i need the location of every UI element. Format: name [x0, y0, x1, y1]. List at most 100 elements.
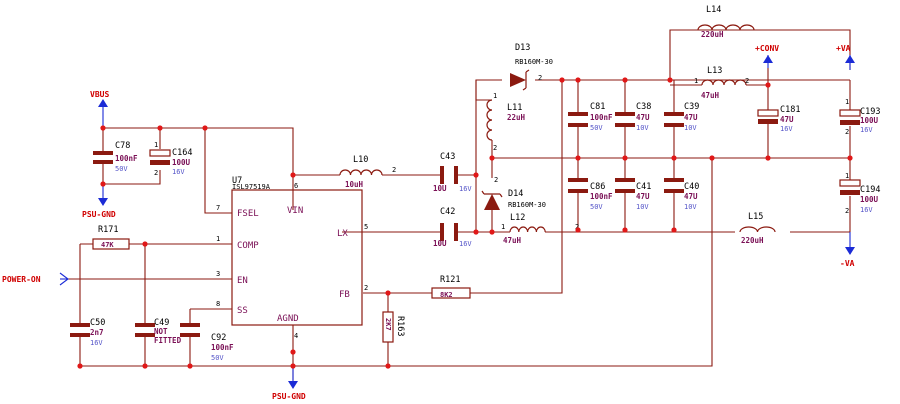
inductors-l14-value-label: 220uH	[701, 30, 724, 39]
diode-d13: D13 RB160M-30 2	[510, 43, 553, 91]
pin-marks-one-label: 1	[694, 77, 698, 85]
capacitors-c38-voltage-label: 10V	[636, 124, 649, 132]
cap-c42: C42 10U 16V	[433, 207, 472, 248]
resistor-r121: R121 8K2	[431, 275, 471, 299]
capacitors-c38-ref-label: C38	[636, 102, 651, 112]
ic-ref: U7	[232, 176, 242, 186]
capacitors-c49-value-line1-label: NOT	[154, 327, 168, 336]
capacitors-c43-ref-label: C43	[440, 152, 455, 162]
net-conv: +CONV	[755, 44, 779, 68]
ic-u7: U7 ISL97519A FSEL VIN COMP EN SS LX FB A…	[216, 176, 368, 340]
capacitors-c40-value-label: 47U	[684, 192, 698, 201]
diodes-d14-part-label: RB160M-30	[508, 201, 546, 209]
resistors-r163-value-label: 2K7	[384, 318, 392, 331]
capacitors-c92-voltage-label: 50V	[211, 354, 224, 362]
resistors-r121-ref-label: R121	[440, 275, 460, 285]
pin-marks-two-label: 2	[538, 74, 542, 82]
net-neg-va: -VA	[840, 232, 855, 268]
diode-d14: D14 RB160M-30 2	[481, 176, 546, 210]
capacitors-c164-voltage-label: 16V	[172, 168, 185, 176]
nets-pos-va-label: +VA	[836, 44, 851, 53]
pin-marks-two-label: 2	[494, 176, 498, 184]
capacitors-c81-value-label: 100nF	[590, 113, 613, 122]
capacitors-c92-ref-label: C92	[211, 333, 226, 343]
capacitors-c38-value-label: 47U	[636, 113, 650, 122]
capacitors-c164-value-label: 100U	[172, 158, 191, 167]
capacitors-c40-voltage-label: 10V	[684, 203, 697, 211]
capacitors-c42-value-label: 10U	[433, 239, 447, 248]
cap-c38: C38 47U 10V	[615, 102, 651, 132]
cap-c43: C43 10U 16V	[433, 152, 472, 193]
capacitors-c50-ref-label: C50	[90, 318, 105, 328]
ic-part: ISL97519A	[232, 183, 271, 191]
pin-ss: SS	[237, 306, 248, 316]
resistors-r163-ref-label: R163	[395, 316, 405, 336]
cap-c193: 1 2 C193 100U 16V	[839, 98, 880, 136]
net-pos-va: +VA	[836, 44, 855, 70]
inductors-l13-value-label: 47uH	[701, 91, 720, 100]
cap-c81: C81 100nF 50V	[568, 102, 613, 132]
nets-psu-gnd-top-label: PSU-GND	[82, 210, 116, 219]
cap-c194: 1 2 C194 100U 16V	[839, 172, 880, 215]
inductor-l14: L14 220uH	[697, 5, 755, 39]
inductors-l10-ref-label: L10	[353, 155, 368, 165]
pin-marks-two-label: 2	[154, 169, 158, 177]
resistors-r171-ref-label: R171	[98, 225, 118, 235]
inductors-l12-value-label: 47uH	[503, 236, 522, 245]
capacitors-c50-value-label: 2n7	[90, 328, 104, 337]
inductors-l14-ref-label: L14	[706, 5, 721, 15]
capacitors-c181-value-label: 47U	[780, 115, 794, 124]
capacitors-c39-voltage-label: 10V	[684, 124, 697, 132]
pin-num-en: 3	[216, 270, 220, 278]
net-power-on: POWER-ON	[2, 272, 69, 286]
cap-c164: 1 2 C164 100U 16V	[149, 141, 192, 177]
capacitors-c164-ref-label: C164	[172, 148, 192, 158]
pin-num-ss: 8	[216, 300, 220, 308]
diodes-d13-part-label: RB160M-30	[515, 58, 553, 66]
capacitors-c193-voltage-label: 16V	[860, 126, 873, 134]
cap-c92: C92 100nF 50V	[180, 323, 234, 362]
pin-comp: COMP	[237, 241, 259, 251]
pin-fsel: FSEL	[237, 209, 259, 219]
pin-vin: VIN	[287, 206, 303, 216]
capacitors-c81-ref-label: C81	[590, 102, 605, 112]
net-psu-gnd-bottom: PSU-GND	[272, 366, 306, 401]
nets-conv-label: +CONV	[755, 44, 779, 53]
capacitors-c181-ref-label: C181	[780, 105, 800, 115]
inductors-l11-ref-label: L11	[507, 103, 522, 113]
pin-agnd: AGND	[277, 314, 299, 324]
junctions	[77, 77, 853, 369]
pin-marks-two-label: 2	[392, 166, 396, 174]
resistors-r171-value-label: 47K	[101, 241, 114, 249]
capacitors-c86-ref-label: C86	[590, 182, 605, 192]
capacitors-c43-value-label: 10U	[433, 184, 447, 193]
capacitors-c49-value-line2-label: FITTED	[154, 336, 182, 345]
capacitors-c42-voltage-label: 16V	[459, 240, 472, 248]
pin-marks-two-label: 2	[845, 128, 849, 136]
pin-marks-two-label: 2	[845, 207, 849, 215]
cap-c49: C49 NOT FITTED	[135, 318, 182, 345]
capacitors-c41-value-label: 47U	[636, 192, 650, 201]
pin-num-fsel: 7	[216, 204, 220, 212]
cap-c78: C78 100nF 50V	[93, 141, 138, 173]
resistor-r171: R171 47K	[92, 225, 130, 250]
pin-num-fb: 2	[364, 284, 368, 292]
pin-marks-one-label: 1	[845, 172, 849, 180]
capacitors-c92-value-label: 100nF	[211, 343, 234, 352]
cap-c181: C181 47U 16V	[757, 105, 800, 133]
pin-num-lx: 5	[364, 223, 368, 231]
cap-c86: C86 100nF 50V	[568, 178, 613, 211]
inductors-l15-value-label: 220uH	[741, 236, 764, 245]
wires	[68, 29, 851, 380]
inductor-l11: L11 22uH 1 2	[486, 92, 526, 152]
capacitors-c86-voltage-label: 50V	[590, 203, 603, 211]
inductors-l12-ref-label: L12	[510, 213, 525, 223]
ic-body	[231, 189, 363, 326]
capacitors-c193-value-label: 100U	[860, 116, 879, 125]
capacitors-c81-voltage-label: 50V	[590, 124, 603, 132]
nets-neg-va-label: -VA	[840, 259, 855, 268]
cap-c41: C41 47U 10V	[615, 178, 651, 211]
capacitors-c49-ref-label: C49	[154, 318, 169, 328]
net-psu-gnd-top: PSU-GND	[82, 184, 116, 219]
